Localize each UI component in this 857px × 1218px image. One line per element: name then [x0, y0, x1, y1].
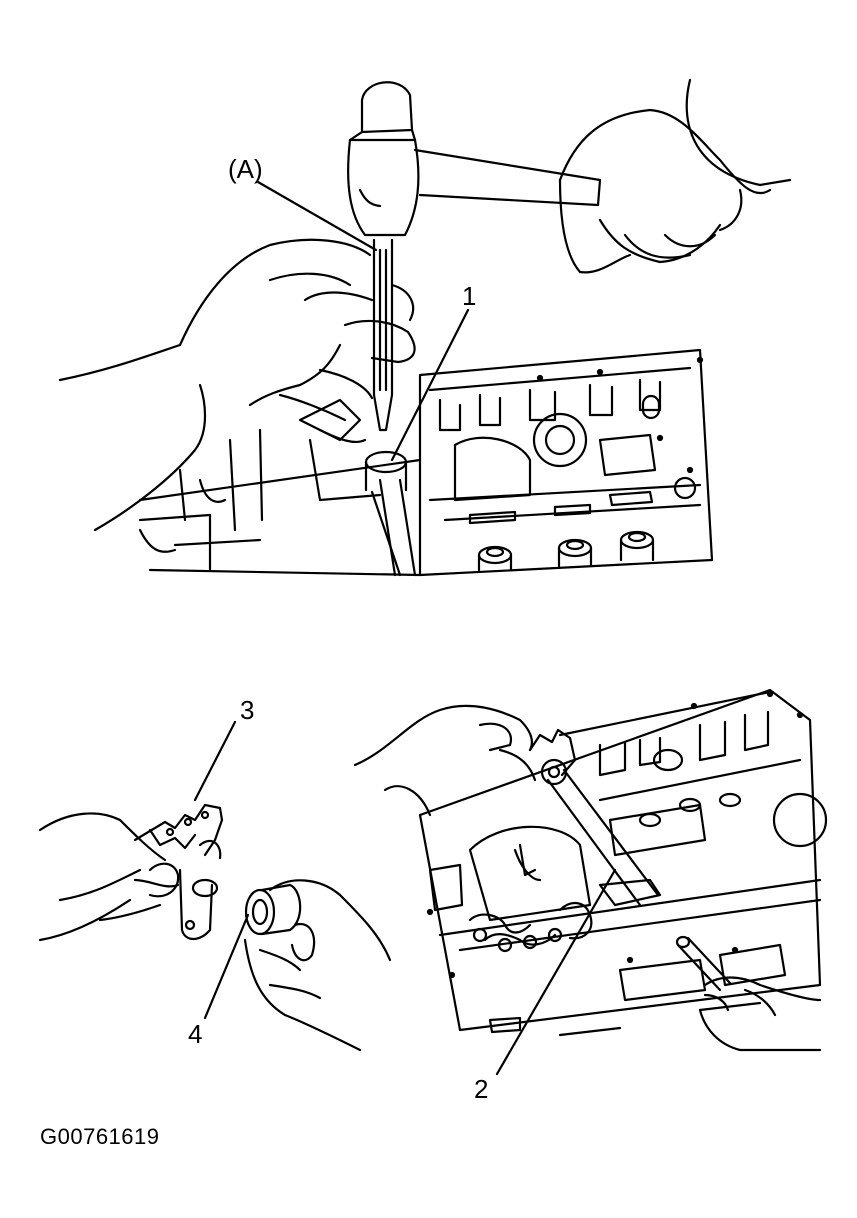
drift-tool-a: [374, 240, 392, 430]
label-tool-a: (A): [228, 154, 263, 184]
hand-holding-plate: [355, 706, 535, 815]
leader-4: [205, 915, 248, 1018]
hammer-icon: [348, 82, 600, 235]
top-illustration: [60, 80, 790, 575]
hand-holding-punch: [700, 978, 820, 1051]
manual-shaft: [548, 770, 660, 905]
bottom-left-illustration: [40, 722, 390, 1050]
label-part-3: 3: [240, 695, 255, 725]
right-hand-hammer: [560, 80, 790, 272]
pin-punch: [677, 937, 730, 990]
valve-body-top: [140, 350, 712, 575]
leader-a: [258, 182, 376, 250]
sleeve-part-1: [366, 452, 415, 575]
leader-2: [497, 870, 615, 1074]
hand-holding-part-3: [40, 813, 220, 940]
left-hand-drift: [60, 240, 415, 530]
hand-holding-part-4: [245, 880, 390, 1050]
leader-3: [195, 722, 235, 800]
label-part-4: 4: [188, 1019, 203, 1049]
bottom-right-illustration: [355, 690, 826, 1074]
label-part-2: 2: [474, 1074, 489, 1104]
sleeve-part-4: [246, 885, 300, 934]
label-part-1: 1: [462, 281, 477, 311]
detent-plate-part-3: [135, 805, 222, 939]
figure-code: G00761619: [40, 1124, 160, 1149]
bolt-row: [479, 532, 653, 570]
leader-1: [392, 310, 468, 460]
valve-body-bottom: [420, 690, 826, 1035]
